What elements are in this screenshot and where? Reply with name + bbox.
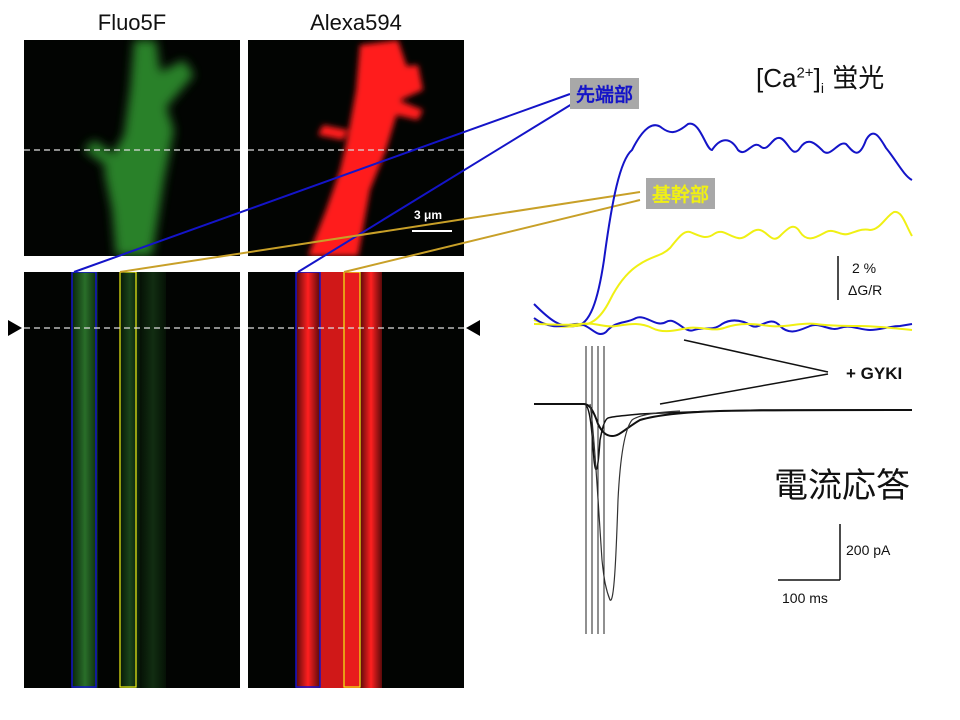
current-scale-time: 100 ms: [782, 590, 828, 606]
ca-scale-unit: ΔG/R: [848, 282, 883, 298]
alexa594-title: Alexa594: [310, 10, 402, 35]
gyki-pointer-upper: [683, 339, 829, 373]
fluo5f-image: [24, 40, 240, 256]
shaft-label: 基幹部: [646, 178, 716, 209]
calcium-heading-open: [Ca: [756, 63, 797, 93]
gyki-pointer-lower: [659, 373, 829, 405]
current-trace-control: [534, 403, 913, 438]
fluo5f-title: Fluo5F: [97, 10, 167, 35]
ca-trace-shaft-gyki: [533, 322, 913, 333]
calcium-heading: [Ca2+]i 蛍光: [756, 58, 884, 96]
image-scale-label: 3 μm: [414, 208, 443, 222]
alexa594-dendrite: [248, 40, 464, 256]
calcium-heading-sub: i: [820, 80, 824, 97]
calcium-heading-close: ]: [813, 63, 821, 93]
fluo5f-linescan-plot: [24, 272, 240, 688]
left-arrowhead: [8, 320, 22, 336]
fluo5f-dendrite: [24, 40, 240, 256]
fluo5f-linescan: [24, 272, 240, 688]
tip-label: 先端部: [570, 78, 640, 109]
current-scale-amplitude: 200 pA: [846, 542, 891, 558]
ca-scale-value: 2 %: [852, 260, 877, 276]
current-heading: 電流応答: [774, 466, 910, 506]
ca-trace-tip-gyki: [533, 316, 913, 335]
calcium-heading-tail: 蛍光: [823, 64, 885, 94]
alexa594-image: 3 μm: [248, 40, 464, 256]
current-trace-fast: [589, 403, 681, 601]
alexa594-linescan-plot: [248, 272, 464, 688]
alexa594-linescan: [248, 272, 464, 688]
gyki-label: + GYKI: [846, 364, 903, 383]
right-arrowhead: [466, 320, 480, 336]
calcium-heading-sup: 2+: [796, 64, 814, 82]
